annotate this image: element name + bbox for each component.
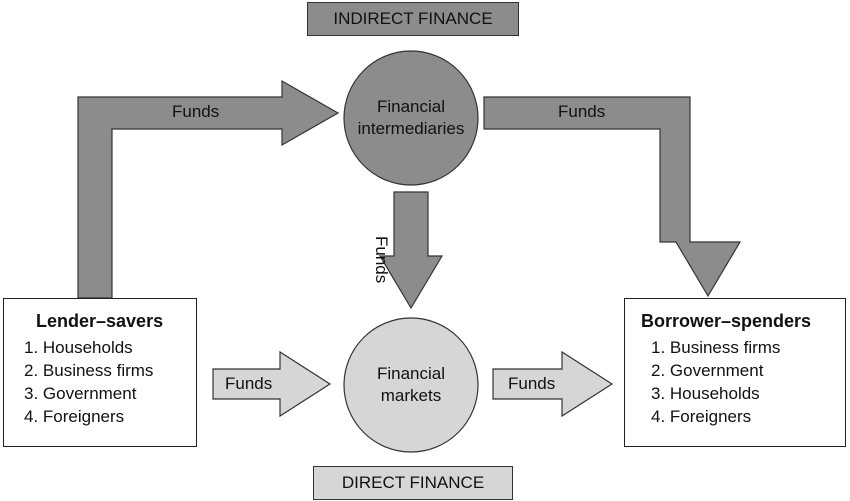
borrower-spenders-title: Borrower–spenders — [641, 311, 812, 331]
lender-item: 1. Households — [24, 338, 133, 357]
lender-item: 3. Government — [24, 384, 137, 403]
direct-finance-banner: DIRECT FINANCE — [313, 466, 513, 500]
arrow-label-intermediaries-to-borrower: Funds — [558, 102, 606, 121]
markets-circle — [343, 317, 479, 453]
borrower-item: 4. Foreigners — [651, 407, 752, 426]
lender-savers-box: Lender–savers 1. Households 2. Business … — [3, 298, 197, 447]
markets-label-line2: markets — [380, 386, 442, 405]
arrow-lender-to-intermediaries — [77, 79, 340, 299]
borrower-item: 1. Business firms — [651, 338, 781, 357]
lender-item: 4. Foreigners — [24, 407, 125, 426]
arrow-label-lender-to-intermediaries: Funds — [172, 102, 220, 121]
lender-item: 2. Business firms — [24, 361, 154, 380]
arrow-label-lender-to-markets: Funds — [225, 374, 273, 393]
arrow-lender-to-markets — [212, 350, 332, 418]
markets-label-line1: Financial — [376, 364, 446, 383]
markets-label: Financial markets — [344, 347, 478, 423]
lender-savers-title: Lender–savers — [36, 311, 164, 331]
borrower-item: 3. Households — [651, 384, 760, 403]
intermediaries-label: Financial intermediaries — [344, 80, 478, 156]
arrow-intermediaries-to-borrower — [483, 96, 742, 298]
intermediaries-label-line1: Financial — [376, 97, 446, 116]
borrower-item: 2. Government — [651, 361, 764, 380]
arrow-intermediaries-to-markets — [378, 191, 444, 310]
intermediaries-label-line2: intermediaries — [357, 119, 465, 138]
indirect-finance-banner: INDIRECT FINANCE — [307, 2, 519, 36]
intermediaries-circle — [343, 50, 479, 186]
arrow-markets-to-borrower — [492, 350, 614, 418]
arrow-label-intermediaries-to-markets: Funds — [372, 236, 391, 284]
arrow-label-markets-to-borrower: Funds — [508, 374, 556, 393]
borrower-spenders-box: Borrower–spenders 1. Business firms 2. G… — [624, 298, 846, 447]
